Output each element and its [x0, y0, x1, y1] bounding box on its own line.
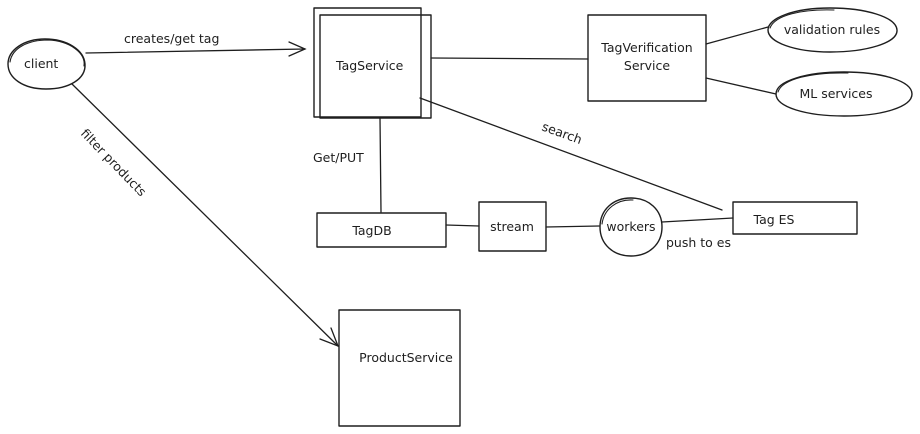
label-productservice: ProductService	[359, 350, 453, 365]
node-stream	[478, 201, 547, 252]
label-search: search	[540, 119, 584, 147]
node-workers	[599, 197, 663, 257]
label-validation-rules: validation rules	[784, 22, 880, 37]
edge-client-to-tagservice	[85, 41, 307, 57]
label-client: client	[24, 56, 58, 71]
label-push-to-es: push to es	[666, 235, 731, 250]
node-tag-es	[732, 201, 858, 235]
node-tagservice	[313, 7, 432, 119]
edge-tagservice-to-verification	[430, 57, 589, 60]
label-stream: stream	[490, 219, 534, 234]
label-filter-products: filter products	[78, 126, 150, 199]
label-creates-get-tag: creates/get tag	[124, 31, 219, 46]
edge-workers-to-tag-es	[661, 217, 734, 223]
edge-tagservice-to-tagdb	[379, 117, 382, 213]
edge-verification-to-validation-rules	[705, 26, 769, 45]
edge-verification-to-ml-services	[705, 77, 777, 95]
label-tagservice: TagService	[335, 58, 404, 73]
label-ml-services: ML services	[799, 86, 872, 101]
label-tag-verification-line1: TagVerification	[600, 40, 692, 55]
node-tagdb	[316, 212, 447, 248]
node-tag-verification-service	[587, 14, 707, 102]
node-client	[7, 38, 86, 90]
label-get-put: Get/PUT	[313, 150, 364, 165]
node-productservice	[338, 309, 461, 427]
edge-client-to-productservice	[71, 83, 340, 348]
edge-tagdb-to-stream	[445, 224, 480, 227]
label-workers: workers	[606, 219, 655, 234]
label-tag-verification-line2: Service	[624, 58, 671, 73]
node-ml-services	[775, 71, 913, 117]
edge-stream-to-workers	[545, 225, 600, 228]
label-tagdb: TagDB	[351, 223, 391, 238]
label-tag-es: Tag ES	[753, 212, 795, 227]
node-validation-rules	[767, 7, 898, 53]
edge-tagservice-to-tag-es	[419, 97, 723, 211]
